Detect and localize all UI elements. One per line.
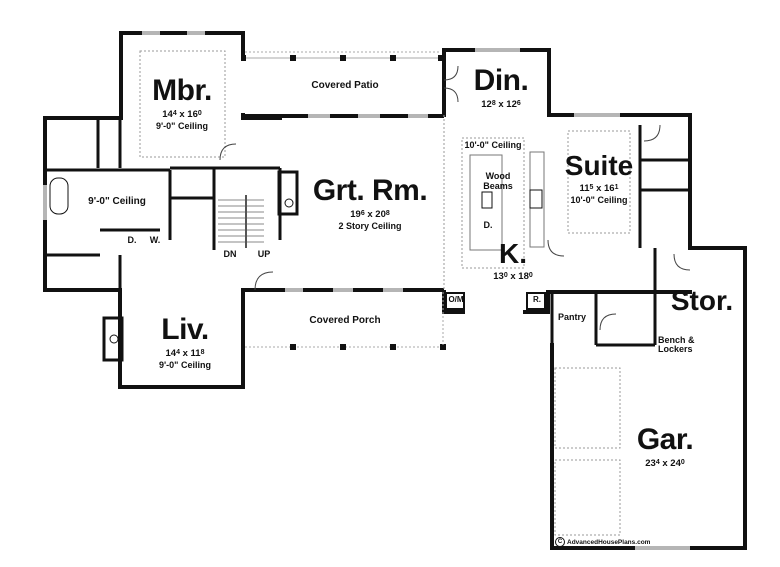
copyright-icon: C [555, 537, 565, 547]
label-dryer: D. [127, 235, 137, 245]
room-name: Suite [564, 150, 634, 181]
bench-line1: Bench & [658, 335, 695, 345]
copyright-notice: C AdvancedHousePlans.com [555, 537, 650, 547]
room-dimensions: 234 x 240 [645, 458, 685, 469]
refrigerator-box [526, 292, 546, 310]
bathtub-icon [49, 177, 69, 215]
room-name: Liv. [161, 313, 209, 346]
room-dimensions: 115 x 161 [579, 183, 619, 194]
room-mbr: Mbr. 144 x 160 9'-0" Ceiling [132, 76, 232, 131]
label-refrigerator: R. [533, 295, 541, 304]
garage-bays [554, 367, 621, 536]
door-swings [219, 65, 691, 331]
label-bench-lockers: Bench & Lockers [658, 336, 708, 354]
label-oven-micro: O/M [448, 295, 464, 304]
covered-patio-outline [241, 51, 444, 118]
kitchen-island [469, 151, 545, 251]
label-covered-patio: Covered Patio [311, 80, 379, 91]
dishwasher-label: D. [483, 220, 493, 230]
covered-porch-outline [243, 288, 446, 350]
room-gar: Gar. 234 x 240 [620, 425, 710, 469]
ceiling-outlines [139, 50, 631, 290]
room-din: Din. 128 x 126 [458, 66, 544, 110]
label-covered-porch: Covered Porch [309, 315, 381, 326]
kitchen-beams: Wood Beams [483, 171, 513, 191]
room-suite: Suite 115 x 161 10'-0" Ceiling [556, 152, 642, 205]
stairs [218, 195, 264, 248]
room-name: Mbr. [152, 74, 212, 107]
room-ceiling: 9'-0" Ceiling [156, 120, 208, 131]
room-dimensions: 196 x 208 [350, 209, 390, 220]
room-great-room: Grt. Rm. 196 x 208 2 Story Ceiling [300, 176, 440, 231]
room-kitchen: K. 130 x 180 [488, 240, 538, 282]
room-ceiling: 9'-0" Ceiling [159, 359, 211, 370]
room-dimensions: 130 x 180 [493, 271, 533, 282]
oven-micro-box [445, 292, 465, 310]
room-name: K. [499, 238, 527, 269]
room-ceiling: 2 Story Ceiling [338, 220, 402, 231]
room-dimensions: 128 x 126 [481, 99, 521, 110]
copyright-text: AdvancedHousePlans.com [567, 538, 651, 546]
room-dimensions: 144 x 118 [165, 348, 205, 359]
label-washer: W. [149, 235, 161, 245]
label-stairs-down: DN [223, 249, 237, 259]
fireplace-icons [102, 170, 299, 362]
kitchen-ceiling: 10'-0" Ceiling [464, 140, 522, 150]
room-liv: Liv. 144 x 118 9'-0" Ceiling [140, 315, 230, 370]
bath-ceiling: 9'-0" Ceiling [88, 196, 146, 207]
room-name: Din. [473, 64, 529, 97]
room-name: Gar. [636, 423, 694, 456]
room-ceiling: 10'-0" Ceiling [570, 194, 628, 205]
windows [43, 31, 690, 550]
room-name: Grt. Rm. [312, 174, 428, 207]
bench-line2: Lockers [658, 344, 693, 354]
room-dimensions: 144 x 160 [162, 109, 202, 120]
label-pantry: Pantry [557, 312, 586, 322]
label-stairs-up: UP [257, 249, 271, 259]
room-stor: Stor. [670, 285, 734, 316]
